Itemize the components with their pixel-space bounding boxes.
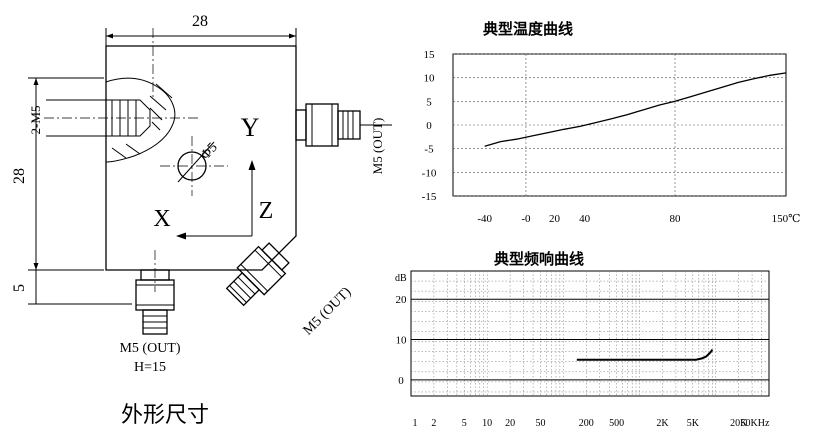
freq-x-tick-label: 5 xyxy=(462,418,467,429)
connector-right xyxy=(295,103,392,147)
temp-y-tick-label: -5 xyxy=(424,144,434,156)
connector-bottom xyxy=(135,269,175,335)
axis-y-label: Y xyxy=(241,113,260,142)
temp-y-tick-label: -10 xyxy=(422,167,437,179)
freq-ylabel: dB xyxy=(395,273,407,284)
temp-x-tick-label: 150℃ xyxy=(772,213,801,225)
temperature-chart: 典型温度曲线 15 10 5 0 -5 -10 -15 -40 -0 20 40 80 150℃ xyxy=(422,20,801,225)
hole-dia-label: Φ5 xyxy=(198,140,221,163)
freq-plot-frame xyxy=(410,270,770,397)
connector-diag-label: M5 (OUT) xyxy=(301,284,355,338)
freq-x-tick-label: 500 xyxy=(609,418,624,429)
mounting-hole xyxy=(177,151,207,181)
connector-diagonal xyxy=(225,242,290,307)
dim-width-label: 28 xyxy=(192,13,208,30)
freq-series-line xyxy=(576,349,714,361)
connector-right-label: M5 (OUT) xyxy=(370,118,385,175)
outline-drawing: 28 28 5 2-M5 Φ5 Y X xyxy=(11,13,392,428)
dim-height-label: 28 xyxy=(11,168,28,184)
temp-x-tick-label: -0 xyxy=(521,213,531,225)
drawing-caption: 外形尺寸 xyxy=(121,403,209,428)
temp-y-tick-label: 0 xyxy=(426,120,432,132)
freq-x-tick-label: 1 xyxy=(413,418,418,429)
temp-y-tick-label: 10 xyxy=(424,73,436,85)
temp-x-tick-label: 40 xyxy=(579,213,591,225)
freq-x-tick-label: 50KHz xyxy=(741,418,770,429)
freq-chart-title: 典型频响曲线 xyxy=(494,250,584,268)
freq-x-tick-label: 20 xyxy=(505,418,515,429)
temp-x-tick-label: 20 xyxy=(549,213,561,225)
freq-y-tick-label: 20 xyxy=(396,294,408,306)
temp-x-tick-label: 80 xyxy=(670,213,682,225)
temp-chart-title: 典型温度曲线 xyxy=(483,20,573,38)
freq-x-tick-label: 200 xyxy=(579,418,594,429)
temp-y-tick-label: 5 xyxy=(426,96,432,108)
arrow-left-icon xyxy=(176,232,186,240)
freq-y-tick-label: 10 xyxy=(396,335,408,347)
axis-z-label: Z xyxy=(259,198,274,224)
thread-side-label: 2-M5 xyxy=(28,106,43,135)
freq-x-tick-label: 2K xyxy=(656,418,669,429)
temp-x-tick-label: -40 xyxy=(477,213,492,225)
freq-x-tick-label: 5K xyxy=(687,418,700,429)
height-note: H=15 xyxy=(134,360,166,375)
frequency-chart: 典型频响曲线 dB 20 10 0 1 2 5 10 20 50 200 500 2K 5K 20K50… xyxy=(395,250,770,429)
freq-x-tick-label: 10 xyxy=(482,418,492,429)
freq-y-tick-label: 0 xyxy=(398,375,404,387)
temp-series-line xyxy=(484,72,787,147)
temp-y-tick-label: 15 xyxy=(424,49,436,61)
freq-x-tick-label: 2 xyxy=(431,418,436,429)
arrow-up-icon xyxy=(248,160,256,170)
axis-x-label: X xyxy=(153,206,170,232)
freq-x-tick-label: 50 xyxy=(535,418,545,429)
connector-bottom-label: M5 (OUT) xyxy=(119,341,180,356)
freq-x-tick-label: 20K xyxy=(730,418,748,429)
temp-y-tick-label: -15 xyxy=(422,191,437,203)
dim-base-label: 5 xyxy=(11,284,28,292)
